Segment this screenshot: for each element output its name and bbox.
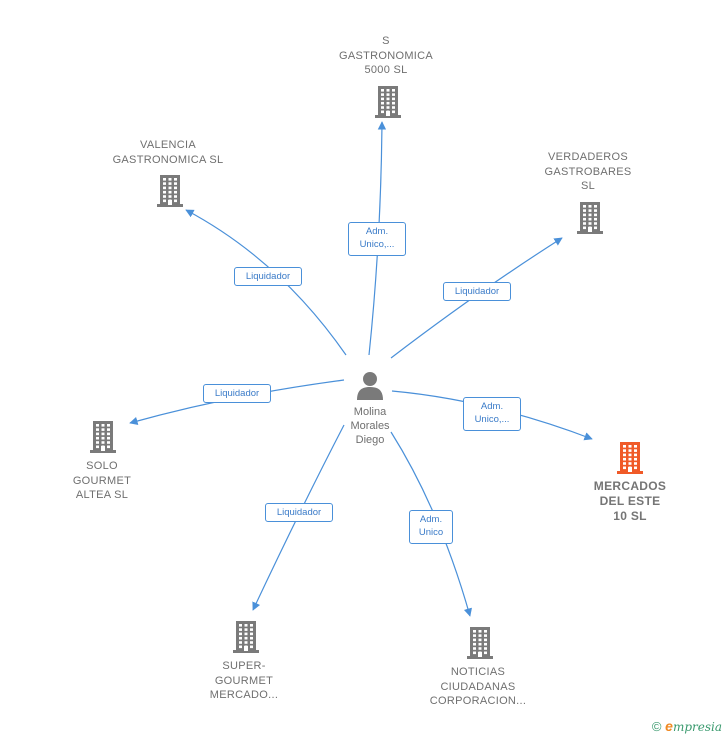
company-label-valencia-gastronomica[interactable]: VALENCIA GASTRONOMICA SL [112, 139, 224, 166]
edge-label-mercados-del-este[interactable]: Adm. Unico,... [463, 397, 521, 431]
footer-brand: © empresia [652, 718, 722, 734]
building-icon-verdaderos-gastrobares[interactable] [575, 200, 605, 234]
building-icon-mercados-del-este[interactable] [615, 440, 645, 474]
company-label-mercados-del-este[interactable]: MERCADOS DEL ESTE 10 SL [593, 479, 667, 523]
person-icon[interactable] [356, 370, 384, 400]
edge-label-super-gourmet[interactable]: Liquidador [265, 503, 333, 522]
edge-label-valencia-gastronomica[interactable]: Liquidador [234, 267, 302, 286]
company-label-super-gourmet[interactable]: SUPER- GOURMET MERCADO... [209, 660, 279, 701]
building-icon-super-gourmet[interactable] [231, 619, 261, 653]
brand-logo-text: mpresia [672, 720, 722, 734]
company-label-verdaderos-gastrobares[interactable]: VERDADEROS GASTROBARES SL [544, 151, 632, 192]
building-icon-s-gastronomica[interactable] [373, 84, 403, 118]
brand-logo-initial: e [665, 718, 673, 734]
person-name[interactable]: Molina Morales Diego [350, 406, 390, 446]
edge-label-solo-gourmet[interactable]: Liquidador [203, 384, 271, 403]
company-label-solo-gourmet[interactable]: SOLO GOURMET ALTEA SL [72, 460, 132, 501]
edge-label-s-gastronomica[interactable]: Adm. Unico,... [348, 222, 406, 256]
company-label-s-gastronomica[interactable]: S GASTRONOMICA 5000 SL [338, 35, 434, 76]
copyright-symbol: © [651, 719, 662, 734]
building-icon-valencia-gastronomica[interactable] [155, 173, 185, 207]
company-label-noticias-ciudadanas[interactable]: NOTICIAS CIUDADANAS CORPORACION... [429, 666, 527, 707]
building-icon-solo-gourmet[interactable] [88, 419, 118, 453]
edge-label-verdaderos-gastrobares[interactable]: Liquidador [443, 282, 511, 301]
building-icon-noticias-ciudadanas[interactable] [465, 625, 495, 659]
edge-label-noticias-ciudadanas[interactable]: Adm. Unico [409, 510, 453, 544]
